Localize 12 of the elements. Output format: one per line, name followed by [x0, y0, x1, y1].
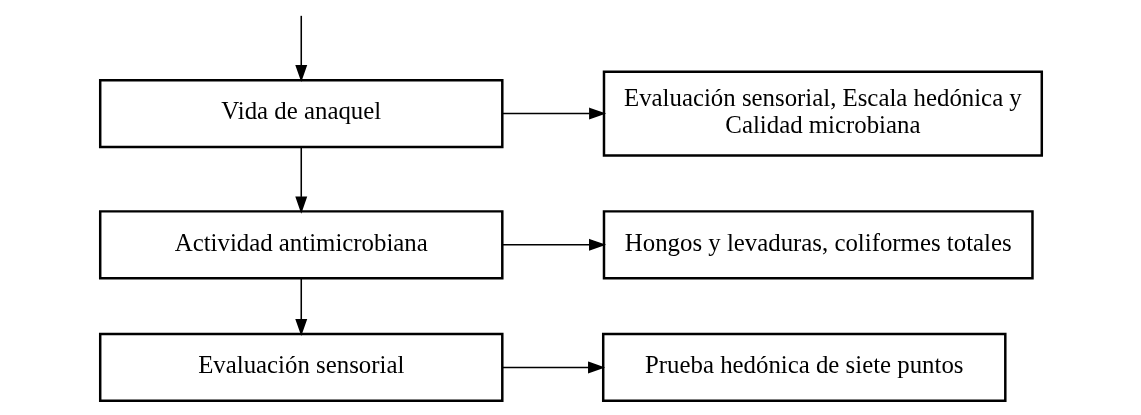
arrow: [294, 277, 307, 337]
node-box: Evaluación sensorial, Escala hedónica y Calidad microbiana: [602, 70, 1043, 157]
node-box: Hongos y levaduras, coliformes totales: [602, 210, 1034, 280]
arrow: [501, 361, 605, 374]
arrow: [501, 107, 606, 120]
node-box: Actividad antimicrobiana: [98, 210, 504, 280]
node-box: Evaluación sensorial: [98, 332, 504, 402]
arrow: [294, 15, 307, 83]
node-box: Vida de anaquel: [98, 78, 504, 149]
node-box: Prueba hedónica de siete puntos: [601, 332, 1007, 402]
arrow: [294, 146, 307, 214]
arrow: [501, 238, 606, 251]
